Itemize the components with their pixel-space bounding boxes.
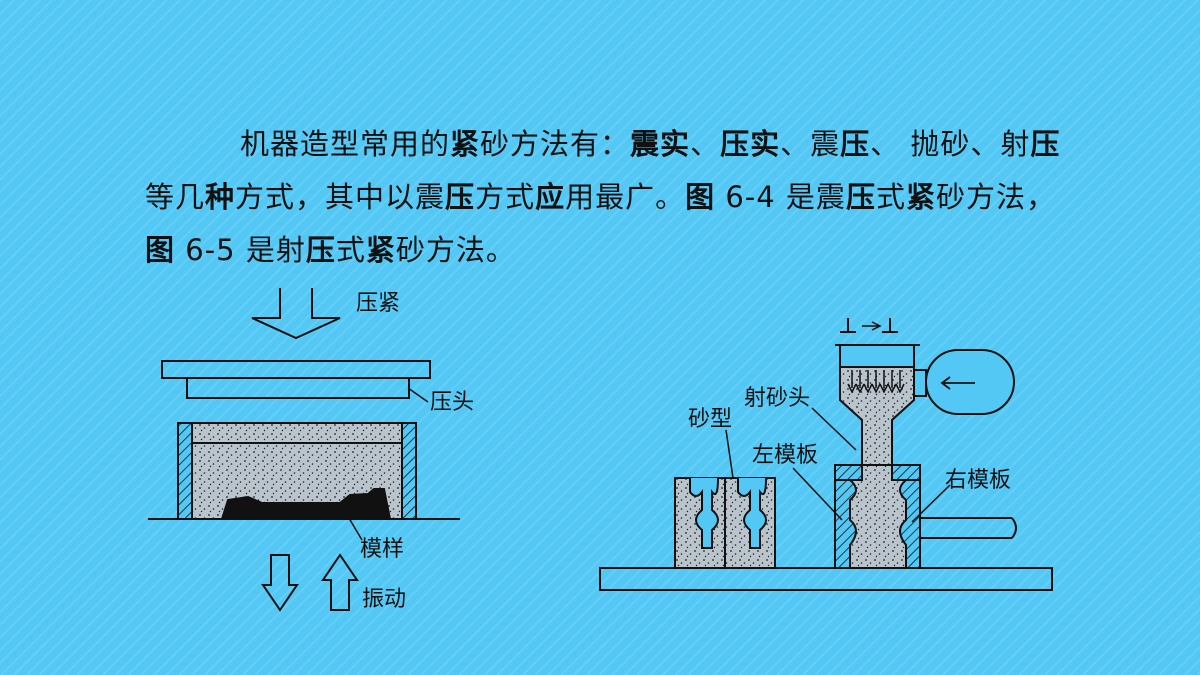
label-left-plate: 左模板: [752, 443, 818, 468]
pattern-shape: [220, 488, 392, 520]
shoot-arrowheads-icon: [847, 383, 905, 394]
text-run-bold: 震实: [630, 127, 691, 161]
right-pattern-plate: [899, 464, 921, 569]
text-run-bold: 紧: [450, 127, 481, 161]
text-run: 方式: [475, 180, 536, 214]
text-run: 砂方法。: [395, 233, 516, 267]
text-run-bold: 压: [845, 180, 876, 214]
shoot-arrows-icon: [851, 370, 901, 388]
description-paragraph: 机器造型常用的紧砂方法有：震实、压实、震压、 抛砂、射压等几种方式，其中以震压方…: [145, 118, 1085, 277]
tank-arrow-icon: [940, 376, 975, 390]
leader-left-plate: [792, 467, 843, 521]
text-run: 用最广。: [565, 180, 686, 214]
flask-wall-right: [401, 422, 417, 520]
text-run-bold: 压: [305, 233, 336, 267]
press-arrow-icon: [251, 288, 341, 340]
machine-base: [599, 567, 1053, 591]
air-flow-arrow-icon: [862, 321, 882, 331]
up-arrow-icon: [321, 553, 359, 611]
valve: [913, 369, 927, 397]
text-run-bold: 应: [535, 180, 566, 214]
text-run-bold: 压: [840, 127, 871, 161]
chamber-top-left: [834, 464, 863, 481]
text-run-bold: 种: [205, 180, 236, 214]
flask-wall-left: [177, 422, 193, 520]
squeeze-molding-figure: [148, 288, 460, 612]
text-run: 式: [335, 233, 366, 267]
text-run-bold: 压: [1030, 127, 1061, 161]
label-right-plate: 右模板: [945, 468, 1011, 493]
label-vibrate: 振动: [362, 587, 406, 612]
shooting-head: [839, 345, 915, 466]
text-run: 、 抛砂、射: [870, 127, 1031, 161]
text-run: 、震: [780, 127, 841, 161]
text-run: 等几: [145, 180, 206, 214]
air-inlets: [840, 318, 898, 333]
leader-right-plate: [911, 484, 951, 523]
down-arrow-icon: [261, 554, 299, 612]
text-run-bold: 图: [685, 180, 716, 214]
leader-shooter: [811, 407, 857, 451]
chamber-top-right: [891, 464, 921, 481]
text-run: 方式，其中以震: [235, 180, 446, 214]
text-run: 机器造型常用的: [240, 127, 451, 161]
label-head: 压头: [430, 390, 474, 415]
label-mold: 砂型: [688, 407, 732, 432]
leader-pattern: [339, 502, 363, 541]
press-plate: [161, 360, 431, 379]
text-run: 式: [875, 180, 906, 214]
text-run: 6-5 是射: [175, 233, 306, 267]
shoot-molding-figure: [599, 318, 1053, 591]
label-press: 压紧: [356, 291, 400, 316]
mold-cavity-left: [689, 477, 719, 549]
text-run-bold: 压: [445, 180, 476, 214]
piston-rod-end: [1011, 517, 1017, 539]
label-shooter: 射砂头: [744, 386, 810, 411]
air-tank: [925, 349, 1015, 415]
leader-mold: [725, 429, 734, 479]
mold-cavity-right: [737, 477, 767, 549]
text-run-bold: 紧: [365, 233, 396, 267]
left-pattern-plate: [834, 464, 857, 569]
label-pattern: 模样: [360, 537, 404, 562]
text-run-bold: 压实: [720, 127, 781, 161]
leader-head: [407, 387, 429, 403]
air-chamber: [839, 344, 915, 368]
text-run-bold: 紧: [905, 180, 936, 214]
text-run: 砂方法有：: [480, 127, 631, 161]
text-run-bold: 图: [145, 233, 176, 267]
text-run: 6-4 是震: [715, 180, 846, 214]
press-head: [186, 377, 410, 399]
text-run: 、: [690, 127, 721, 161]
text-run: 砂方法，: [935, 180, 1056, 214]
